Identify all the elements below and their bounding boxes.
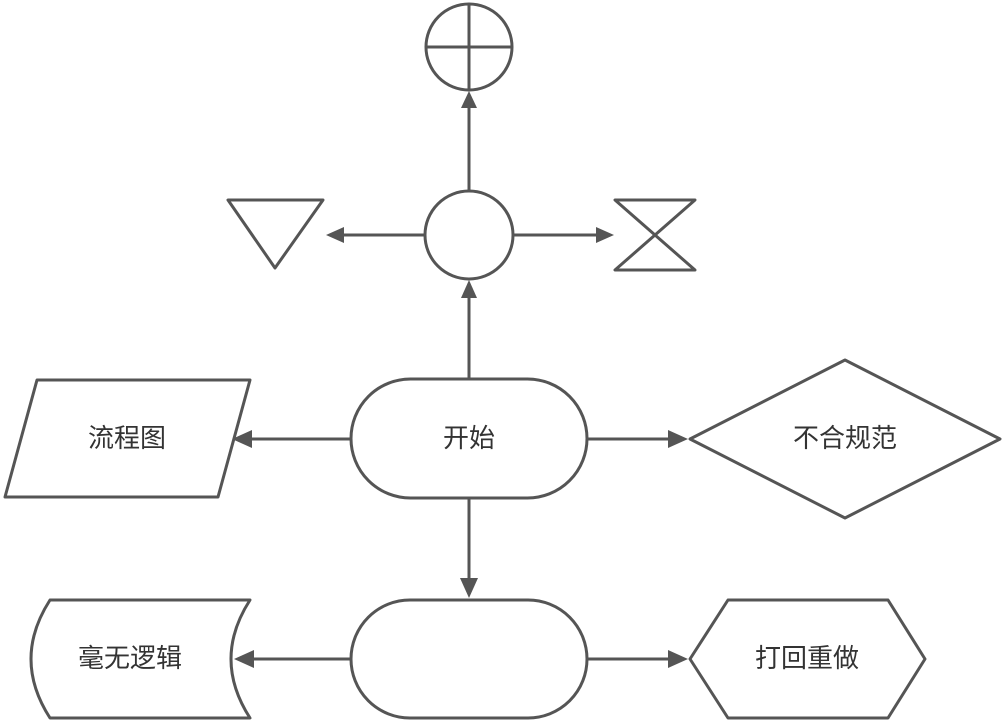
preparation-node[interactable]: 打回重做: [688, 598, 927, 720]
edge-start-to-data-io: [232, 430, 350, 448]
edge-process-to-preparation: [588, 650, 688, 668]
decision-node[interactable]: 不合规范: [688, 358, 1002, 520]
stored-data-node[interactable]: 毫无逻辑: [29, 598, 252, 720]
edge-start-to-connector: [461, 280, 477, 378]
summing-junction-node[interactable]: [424, 2, 514, 92]
edge-start-to-decision: [588, 430, 688, 448]
edge-connector-to-summing-junction: [461, 91, 477, 190]
nodes: 开始 流程图 不合规范 毫无逻辑 打回重做: [3, 2, 1002, 720]
start-node-label: 开始: [443, 424, 495, 454]
edge-connector-to-collate: [513, 227, 614, 243]
edge-start-to-process: [460, 499, 478, 598]
collate-node[interactable]: [613, 198, 697, 272]
preparation-node-label: 打回重做: [755, 644, 859, 674]
stored-data-node-label: 毫无逻辑: [78, 644, 182, 674]
edge-process-to-stored-data: [234, 650, 350, 668]
connector-node[interactable]: [423, 189, 515, 281]
edges: [232, 91, 688, 668]
decision-node-label: 不合规范: [793, 424, 897, 454]
edge-connector-to-merge: [326, 227, 425, 243]
data-io-node-label: 流程图: [88, 424, 166, 454]
start-node[interactable]: 开始: [349, 377, 589, 500]
merge-node[interactable]: [226, 198, 325, 270]
process-node[interactable]: [349, 598, 589, 720]
data-io-node[interactable]: 流程图: [3, 378, 252, 499]
